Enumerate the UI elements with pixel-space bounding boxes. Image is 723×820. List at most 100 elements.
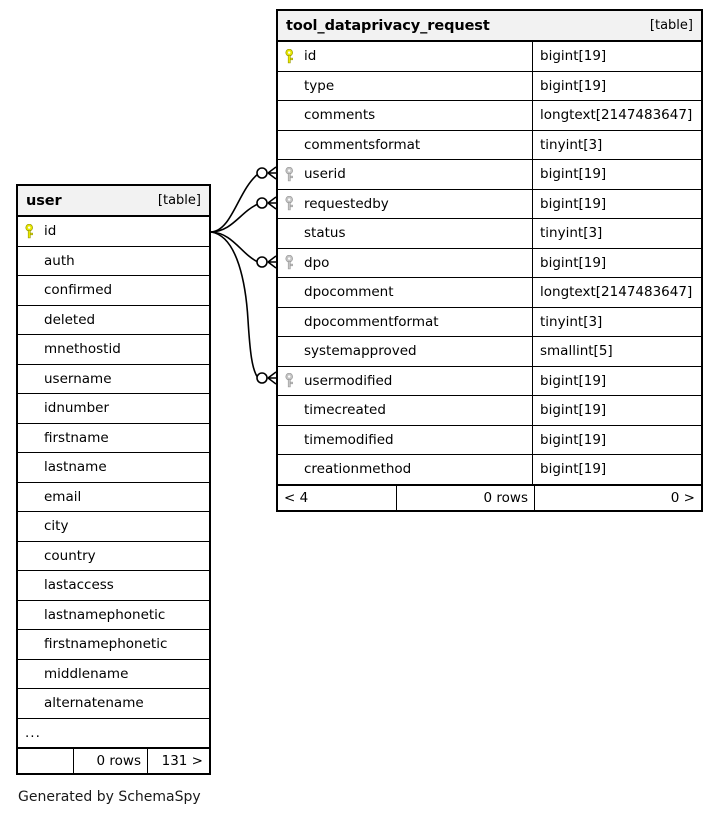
- column-type: bigint[19]: [532, 248, 701, 277]
- no-key-icon: [25, 312, 44, 328]
- table-row[interactable]: dpocomment longtext[2147483647]: [278, 278, 701, 308]
- column-type: bigint[19]: [532, 160, 701, 189]
- table-row[interactable]: comments longtext[2147483647]: [278, 101, 701, 131]
- column-name-cell: lastnamephonetic: [18, 607, 209, 623]
- column-name-cell: dpocommentformat: [278, 314, 532, 330]
- table-row-truncation: ...: [18, 719, 209, 748]
- table-row[interactable]: systemapproved smallint[5]: [278, 337, 701, 367]
- table-row[interactable]: lastname: [18, 453, 209, 483]
- table-row[interactable]: userid bigint[19]: [278, 160, 701, 190]
- column-name-cell: requestedby: [278, 196, 532, 212]
- crowsfoot-usermodified: [267, 371, 277, 385]
- table-row[interactable]: dpocommentformat tinyint[3]: [278, 307, 701, 337]
- no-key-icon: [25, 459, 44, 475]
- column-name: firstname: [44, 429, 109, 446]
- column-name-cell: usermodified: [278, 373, 532, 389]
- no-key-icon: [25, 518, 44, 534]
- table-user[interactable]: user [table] id auth: [16, 184, 211, 775]
- footer-child-count[interactable]: 0 >: [534, 485, 701, 510]
- table-row[interactable]: status tinyint[3]: [278, 219, 701, 249]
- column-name-cell: auth: [18, 253, 209, 269]
- table-row[interactable]: email: [18, 483, 209, 512]
- cardinality-zero-userid: [256, 167, 268, 179]
- no-key-icon: [25, 282, 44, 298]
- table-tool-dataprivacy-request[interactable]: tool_dataprivacy_request [table] id bigi…: [276, 9, 703, 512]
- table-row[interactable]: city: [18, 512, 209, 542]
- no-key-icon: [285, 461, 304, 477]
- table-row[interactable]: id bigint[19]: [278, 42, 701, 72]
- table-row[interactable]: requestedby bigint[19]: [278, 189, 701, 219]
- no-key-icon: [25, 371, 44, 387]
- table-row[interactable]: timemodified bigint[19]: [278, 425, 701, 455]
- column-name: id: [304, 48, 317, 65]
- table-row[interactable]: mnethostid: [18, 335, 209, 365]
- no-key-icon: [285, 402, 304, 418]
- column-type: longtext[2147483647]: [532, 101, 701, 130]
- no-key-icon: [285, 137, 304, 153]
- table-row[interactable]: firstname: [18, 424, 209, 453]
- column-type: tinyint[3]: [532, 307, 701, 336]
- column-name-cell: email: [18, 489, 209, 505]
- column-type: tinyint[3]: [532, 130, 701, 159]
- table-row[interactable]: type bigint[19]: [278, 71, 701, 101]
- column-name-cell: confirmed: [18, 282, 209, 298]
- table-row[interactable]: alternatename: [18, 689, 209, 719]
- table-row[interactable]: auth: [18, 247, 209, 276]
- footer-child-count[interactable]: 131 >: [147, 749, 209, 773]
- table-row[interactable]: lastnamephonetic: [18, 601, 209, 630]
- table-row[interactable]: confirmed: [18, 276, 209, 306]
- table-header-user: user [table]: [18, 186, 209, 217]
- footer-parent-count[interactable]: [18, 749, 73, 773]
- column-type: bigint[19]: [532, 42, 701, 71]
- column-name-cell: comments: [278, 107, 532, 123]
- table-row[interactable]: usermodified bigint[19]: [278, 366, 701, 396]
- column-type: bigint[19]: [532, 396, 701, 425]
- column-name: comments: [304, 107, 376, 124]
- no-key-icon: [285, 432, 304, 448]
- table-row[interactable]: timecreated bigint[19]: [278, 396, 701, 426]
- column-name: lastname: [44, 459, 107, 476]
- table-row[interactable]: firstnamephonetic: [18, 630, 209, 660]
- table-row[interactable]: creationmethod bigint[19]: [278, 455, 701, 485]
- column-name-cell: commentsformat: [278, 137, 532, 153]
- column-name-cell: idnumber: [18, 400, 209, 416]
- table-row[interactable]: lastaccess: [18, 571, 209, 601]
- column-name-cell: id: [18, 223, 209, 239]
- column-name: lastnamephonetic: [44, 606, 166, 623]
- column-name: email: [44, 488, 82, 505]
- table-title-user: user: [26, 192, 62, 209]
- column-name-cell: city: [18, 518, 209, 534]
- column-name-cell: firstnamephonetic: [18, 636, 209, 652]
- column-name-cell: alternatename: [18, 695, 209, 711]
- no-key-icon: [25, 253, 44, 269]
- column-name: usermodified: [304, 372, 393, 389]
- column-name: creationmethod: [304, 461, 412, 478]
- table-row[interactable]: dpo bigint[19]: [278, 248, 701, 278]
- no-key-icon: [285, 343, 304, 359]
- footer-parent-count[interactable]: < 4: [284, 489, 309, 506]
- footer-row-count: 0 rows: [73, 749, 147, 773]
- table-row[interactable]: idnumber: [18, 394, 209, 424]
- table-row[interactable]: id: [18, 217, 209, 247]
- table-row[interactable]: deleted: [18, 306, 209, 335]
- column-name-cell: username: [18, 371, 209, 387]
- column-name: country: [44, 547, 96, 564]
- relationship-line-usermodified: [210, 231, 259, 379]
- crowsfoot-requestedby: [267, 196, 277, 210]
- column-name: timemodified: [304, 431, 394, 448]
- table-type-tag-tool-dataprivacy-request: [table]: [649, 18, 693, 33]
- column-name: auth: [44, 252, 75, 269]
- table-row[interactable]: username: [18, 365, 209, 394]
- table-row[interactable]: middlename: [18, 660, 209, 689]
- column-type: bigint[19]: [532, 425, 701, 454]
- column-name: mnethostid: [44, 341, 121, 358]
- column-name: systemapproved: [304, 343, 417, 360]
- cardinality-zero-dpo: [256, 256, 268, 268]
- table-type-tag-user: [table]: [157, 193, 201, 208]
- foreign-key-icon: [285, 196, 304, 212]
- column-name-cell: timecreated: [278, 402, 532, 418]
- column-name-cell: middlename: [18, 666, 209, 682]
- table-row[interactable]: commentsformat tinyint[3]: [278, 130, 701, 160]
- table-row[interactable]: country: [18, 542, 209, 571]
